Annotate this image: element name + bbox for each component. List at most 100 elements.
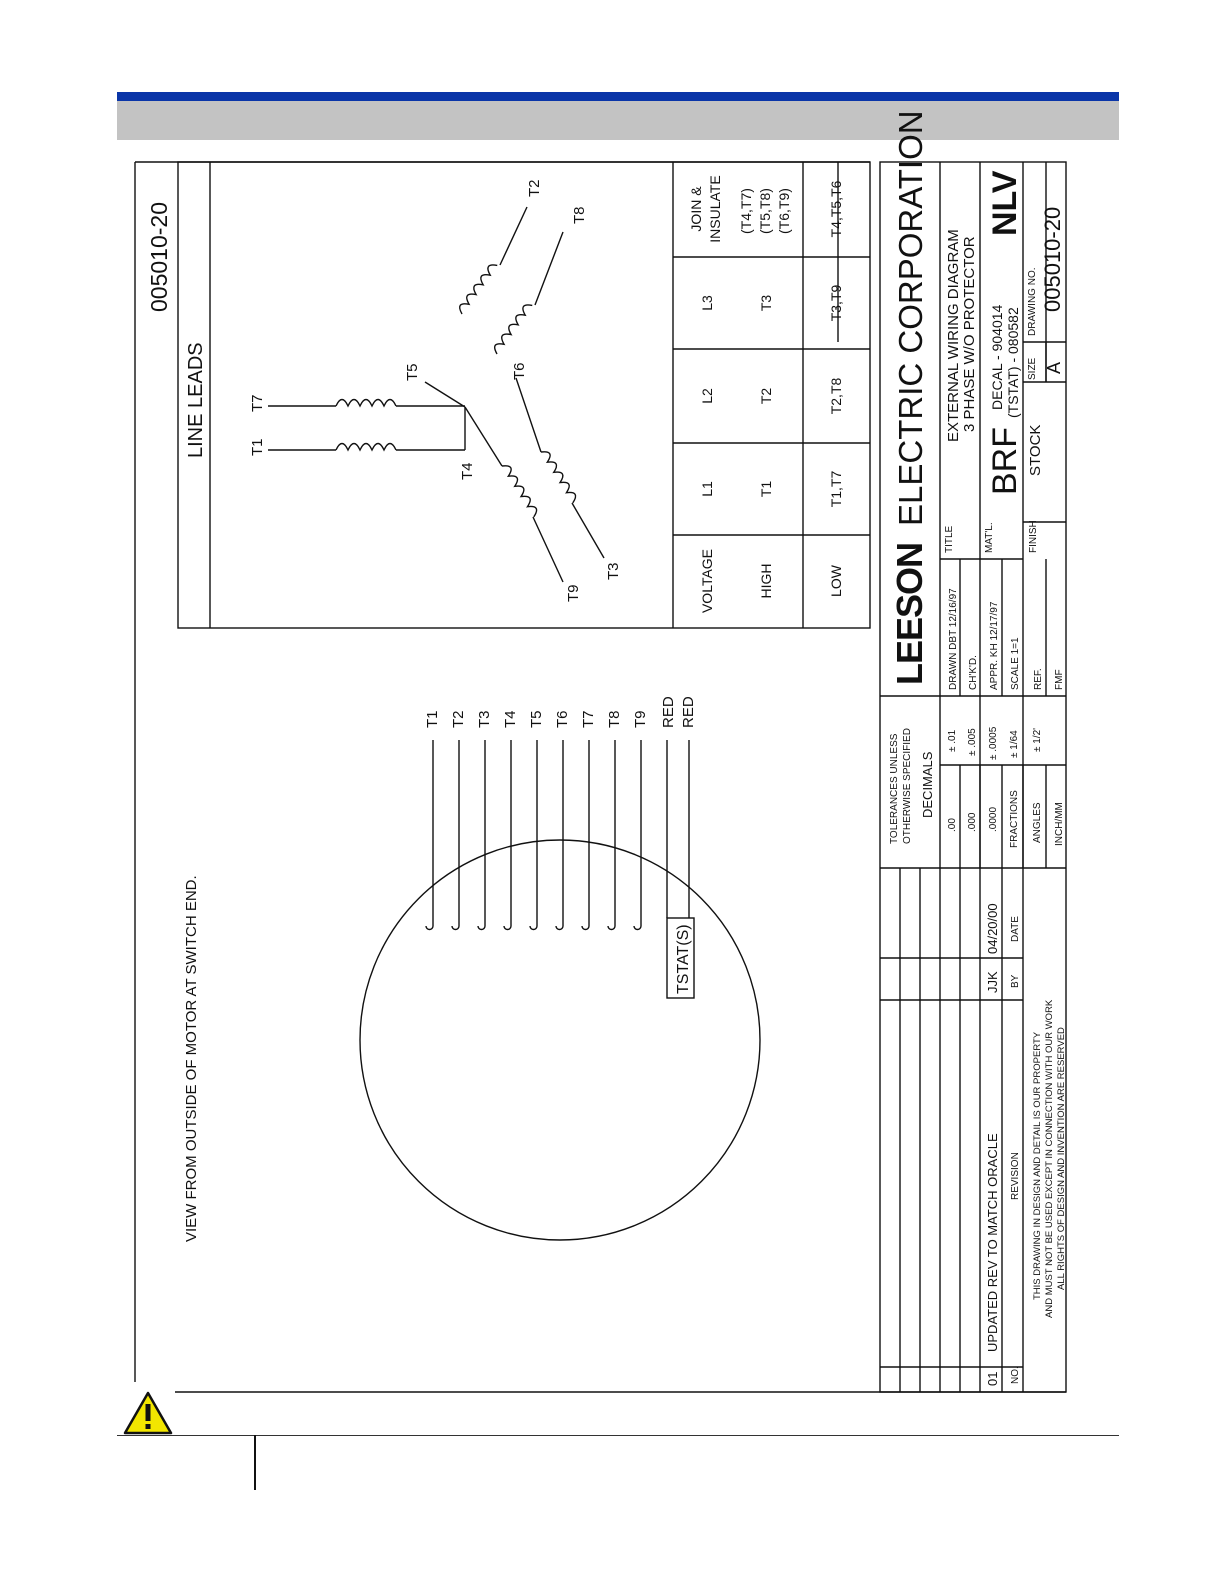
tol-row-6-key: INCH/MM	[1054, 802, 1065, 846]
connection-table	[673, 162, 870, 628]
table-low-voltage: LOW	[828, 564, 844, 597]
drawing-number-top: 005010-20	[146, 202, 172, 312]
leeson-logo: LEESON	[889, 543, 930, 685]
wye-lead-labels: T7 T1 T4 T5 T6 T2 T8 T9 T3	[249, 179, 622, 602]
table-header-join: JOIN &	[688, 186, 704, 232]
tol-row-1-key: .00	[947, 818, 958, 832]
property-notice-1: THIS DRAWING IN DESIGN AND DETAIL IS OUR…	[1032, 1031, 1043, 1300]
header-blue-bar	[117, 92, 1119, 101]
lead-label-t2: T2	[450, 710, 467, 728]
drawn-label: DRAWN DBT 12/16/97	[948, 588, 959, 690]
wye-label-t8: T8	[571, 206, 588, 224]
tol-row-5-key: ANGLES	[1032, 802, 1043, 843]
wye-label-t4: T4	[459, 462, 476, 480]
header-grey-band	[117, 101, 1119, 140]
table-low-l3: T3,T9	[828, 285, 844, 322]
table-high-l1: T1	[758, 481, 774, 498]
col-date-label: DATE	[1010, 916, 1021, 942]
wye-label-t1: T1	[249, 438, 266, 456]
ref-label: REF.	[1033, 668, 1044, 690]
stock-value: STOCK	[1027, 425, 1044, 476]
col-by-label: BY	[1010, 974, 1021, 988]
wye-label-t5: T5	[404, 363, 421, 381]
table-low-join: T4,T5,T6	[828, 180, 844, 237]
property-notice-2: AND MUST NOT BE USED EXCEPT IN CONNECTIO…	[1044, 999, 1055, 1318]
table-high-l2: T2	[758, 388, 774, 405]
checked-label: CH'K'D.	[968, 655, 979, 690]
tstat-label: TSTAT(S)	[675, 924, 692, 994]
table-high-join-1: (T4,T7)	[738, 188, 754, 234]
table-header-insulate: INSULATE	[707, 175, 723, 242]
wye-label-t3: T3	[605, 562, 622, 580]
table-high-l3: T3	[758, 295, 774, 312]
view-note: VIEW FROM OUTSIDE OF MOTOR AT SWITCH END…	[183, 875, 200, 1242]
motor-leads	[425, 740, 695, 999]
tol-row-5-val: ± 1/2'	[1032, 728, 1043, 752]
scale-label: SCALE 1=1	[1010, 637, 1021, 690]
title-line-2: 3 PHASE W/O PROTECTOR	[961, 236, 978, 432]
revision-description: UPDATED REV TO MATCH ORACLE	[985, 1133, 1000, 1352]
material-brf: BRF	[986, 427, 1024, 495]
wye-label-t7: T7	[249, 394, 266, 412]
tol-row-3-val: ± .0005	[988, 726, 999, 760]
size-value: A	[1044, 362, 1064, 374]
tol-row-2-val: ± .005	[967, 728, 978, 756]
title-block-text: LEESON ELECTRIC CORPORATION DRAWN DBT 12…	[889, 110, 1067, 1386]
footer-rule	[117, 1435, 1119, 1436]
connection-table-text: VOLTAGE L1 L2 L3 JOIN & INSULATE HIGH T1…	[688, 175, 844, 613]
lead-label-red-2: RED	[680, 696, 697, 728]
finish-label: FINISH	[1028, 520, 1039, 553]
footer-divider	[254, 1435, 256, 1490]
wye-connection-diagram	[268, 206, 605, 583]
lead-label-t7: T7	[580, 710, 597, 728]
motor-outline	[359, 839, 761, 1241]
title-block	[879, 161, 1067, 1393]
approved-label: APPR. KH 12/17/97	[989, 601, 1000, 690]
table-header-l2: L2	[699, 388, 715, 404]
revision-date: 04/20/00	[985, 903, 1000, 954]
lead-label-t4: T4	[502, 710, 519, 728]
tolerances-line-2: OTHERWISE SPECIFIED	[902, 728, 913, 844]
revision-number: 01	[985, 1372, 1000, 1386]
decal-number: DECAL - 904014	[989, 304, 1005, 410]
motor-lead-labels: T1 T2 T3 T4 T5 T6 T7 T8 T9 RED RED TSTAT…	[424, 696, 697, 994]
col-revision-label: REVISION	[1010, 1152, 1021, 1200]
table-header-l3: L3	[699, 295, 715, 311]
tol-row-4-key: FRACTIONS	[1009, 790, 1020, 848]
wye-label-t9: T9	[565, 584, 582, 602]
lead-label-t5: T5	[528, 710, 545, 728]
lead-label-t3: T3	[476, 710, 493, 728]
drawing-frame	[134, 161, 1066, 1393]
table-high-voltage: HIGH	[758, 564, 774, 599]
lead-label-t6: T6	[554, 710, 571, 728]
tol-row-4-val: ± 1/64	[1009, 730, 1020, 758]
fmf-label: FMF	[1054, 669, 1065, 690]
lead-label-t1: T1	[424, 710, 441, 728]
nlv-code: NLV	[986, 170, 1024, 236]
tol-row-2-key: .000	[967, 812, 978, 832]
table-header-l1: L1	[699, 481, 715, 497]
material-label: MAT'L.	[984, 522, 995, 553]
lead-label-t9: T9	[632, 710, 649, 728]
lead-label-red-1: RED	[660, 696, 677, 728]
table-low-l1: T1,T7	[828, 471, 844, 508]
title-label: TITLE	[944, 525, 955, 553]
size-label: SIZE	[1027, 357, 1038, 380]
drawing-no-value: 005010-20	[1040, 207, 1065, 312]
decimals-label: DECIMALS	[920, 751, 935, 818]
revision-by: JJK	[985, 971, 1000, 993]
electric-corporation: ELECTRIC CORPORATION	[892, 110, 929, 526]
table-high-join-2: (T5,T8)	[757, 188, 773, 234]
warning-icon	[123, 1391, 173, 1435]
tstat-number: (TSTAT) - 080582	[1005, 307, 1021, 418]
title-line-1: EXTERNAL WIRING DIAGRAM	[945, 229, 962, 442]
table-header-voltage: VOLTAGE	[699, 549, 715, 613]
drawing-no-label: DRAWING NO.	[1027, 267, 1038, 336]
lead-label-t8: T8	[606, 710, 623, 728]
col-no-label: NO.	[1010, 1366, 1021, 1384]
table-high-join-3: (T6,T9)	[776, 188, 792, 234]
wye-label-t2: T2	[526, 179, 543, 197]
wye-label-t6: T6	[511, 362, 528, 380]
tolerances-line-1: TOLERANCES UNLESS	[889, 733, 900, 844]
